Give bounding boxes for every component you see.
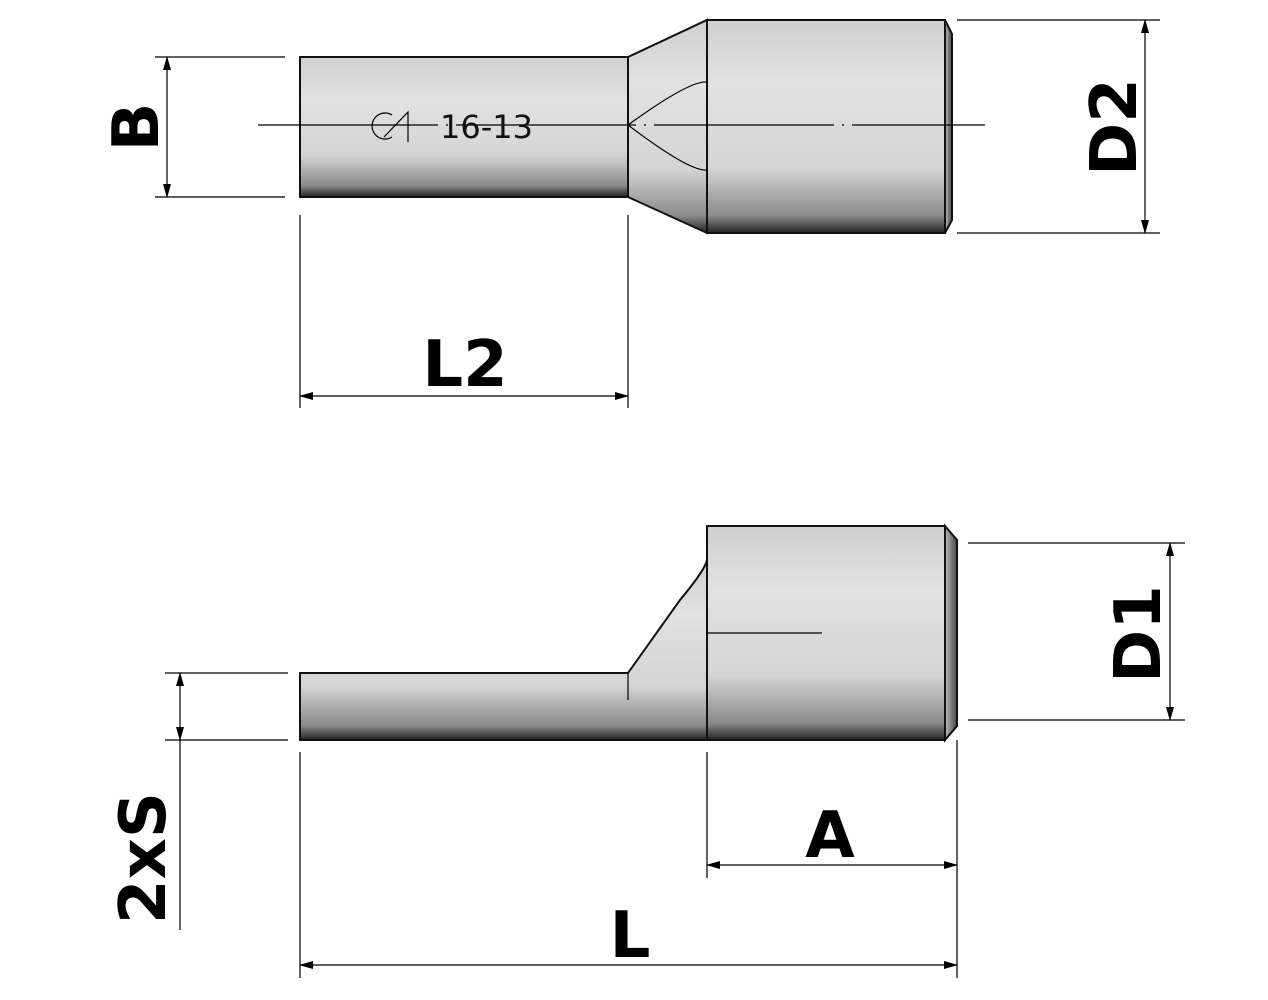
dimension-d1-label: D1 bbox=[1102, 585, 1176, 683]
barrel-body bbox=[706, 19, 946, 234]
dimension-l2-label: L2 bbox=[422, 328, 507, 402]
dimension-d2-label: D2 bbox=[1078, 78, 1152, 176]
barrel-chamfer bbox=[944, 523, 958, 743]
dimension-b-label: B bbox=[100, 103, 174, 152]
barrel-chamfer bbox=[944, 19, 953, 234]
dimension-s-label: 2xS bbox=[107, 792, 181, 924]
tube-body bbox=[299, 56, 629, 198]
side-view: D1 2xS A L bbox=[107, 523, 1185, 978]
top-view: 16-13 B D2 L2 bbox=[100, 18, 1160, 408]
marking-text: 16-13 bbox=[440, 108, 533, 146]
manufacturer-logo bbox=[371, 110, 409, 142]
dimension-l-label: L bbox=[610, 899, 651, 973]
dimension-a-label: A bbox=[805, 799, 855, 873]
flat-tube-transition bbox=[299, 559, 708, 741]
cone-transition bbox=[627, 18, 708, 235]
